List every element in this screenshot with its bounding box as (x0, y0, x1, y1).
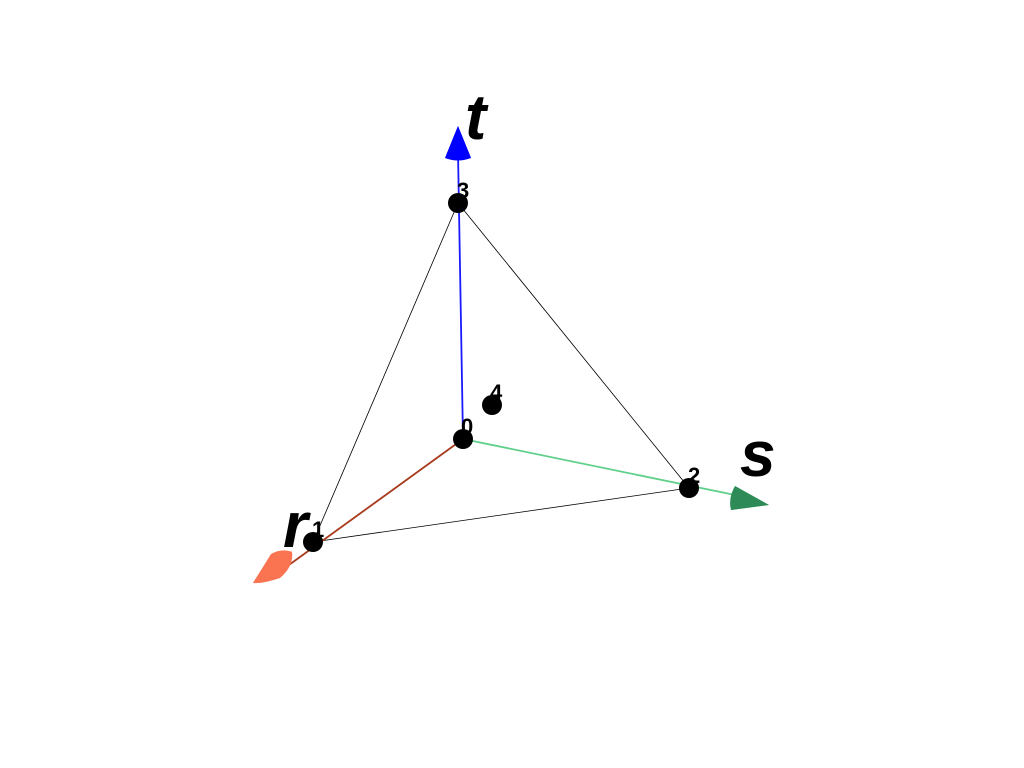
s-axis-label: s (740, 418, 776, 490)
node-label-3: 3 (457, 178, 469, 203)
node-label-1: 1 (312, 517, 324, 542)
r-axis-arrowhead-base (253, 550, 293, 584)
r-axis-label: r (283, 489, 311, 561)
tetrahedron-edges (312, 202, 690, 543)
edge-1-3 (312, 202, 459, 543)
node-3[interactable] (448, 193, 468, 213)
node-4[interactable] (482, 395, 502, 415)
node-labels: 0 1 2 3 4 (312, 178, 700, 542)
tetrahedron-nodes (303, 193, 699, 552)
s-axis-arrowhead-base (730, 486, 769, 510)
t-axis-label: t (465, 81, 489, 153)
t-axis-arrowhead-base (445, 126, 471, 161)
edge-1-2 (312, 487, 690, 543)
node-label-4: 4 (490, 380, 503, 405)
coordinate-axes (253, 126, 769, 584)
node-0[interactable] (453, 429, 473, 449)
node-label-0: 0 (461, 414, 473, 439)
node-2[interactable] (679, 478, 699, 498)
edge-2-3 (457, 202, 690, 489)
node-label-2: 2 (688, 463, 700, 488)
node-1[interactable] (303, 532, 323, 552)
